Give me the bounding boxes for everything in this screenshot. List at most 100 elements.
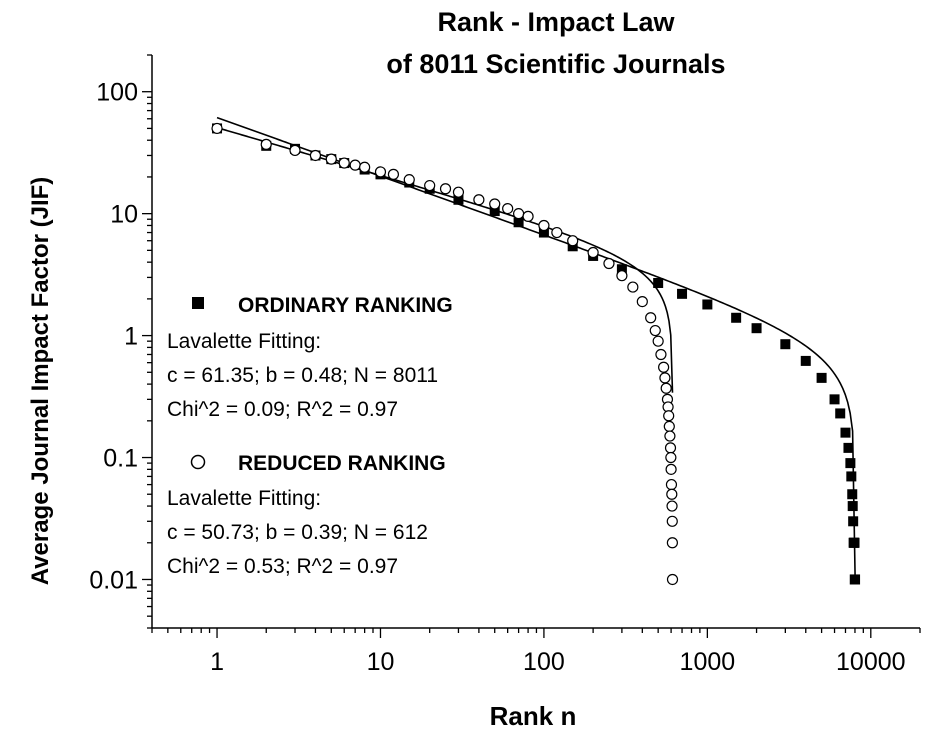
reduced-point — [489, 198, 501, 210]
ordinary-point — [829, 394, 840, 405]
x-tick-label: 10 — [367, 648, 395, 676]
ordinary-point — [849, 537, 860, 548]
ordinary-point — [848, 516, 859, 527]
ordinary-point — [845, 458, 856, 469]
x-tick-label: 1000 — [680, 648, 736, 676]
legend-ordinary-label: ORDINARY RANKING — [238, 294, 453, 317]
ordinary-point — [847, 501, 858, 512]
y-tick-label: 0.01 — [89, 566, 138, 594]
reduced-point — [652, 335, 664, 347]
ordinary-point — [843, 442, 854, 453]
ordinary-point — [513, 217, 524, 228]
ordinary-fit-stats: Chi^2 = 0.09; R^2 = 0.97 — [167, 398, 398, 421]
reduced-point — [658, 361, 670, 373]
reduced-point — [666, 488, 678, 500]
ordinary-point — [751, 323, 762, 334]
reduced-point — [359, 161, 371, 173]
ordinary-point — [616, 264, 627, 275]
reduced-fit-params: c = 50.73; b = 0.39; N = 612 — [167, 521, 428, 544]
ordinary-point — [835, 408, 846, 419]
legend-reduced: REDUCED RANKING Lavalette Fitting: c = 5… — [167, 452, 446, 578]
reduced-point — [538, 219, 550, 232]
reduced-point — [636, 295, 648, 308]
reduced-point — [666, 573, 679, 586]
ordinary-point — [453, 194, 464, 205]
ordinary-fit-label: Lavalette Fitting: — [167, 330, 321, 353]
reduced-point — [513, 208, 525, 220]
legend-circle-marker — [190, 454, 206, 470]
ordinary-point — [850, 574, 861, 585]
legend-ordinary: ORDINARY RANKING Lavalette Fitting: c = … — [167, 294, 453, 421]
reduced-point — [211, 122, 223, 135]
reduced-point — [289, 144, 301, 157]
reduced-point — [616, 270, 628, 282]
ordinary-point — [780, 339, 791, 350]
ordinary-point — [489, 206, 500, 217]
reduced-point — [645, 312, 657, 324]
x-tick-label: 1 — [210, 648, 224, 676]
legend-square-marker — [192, 297, 204, 309]
reduced-point — [374, 166, 387, 178]
ordinary-point — [800, 355, 811, 366]
reduced-point — [387, 168, 400, 180]
y-tick-label: 1 — [124, 323, 138, 351]
legend-reduced-label: REDUCED RANKING — [238, 452, 446, 475]
reduced-point — [666, 500, 678, 512]
reduced-point — [664, 430, 676, 442]
reduced-point — [665, 463, 677, 475]
reduced-point — [663, 420, 675, 433]
ordinary-point — [653, 277, 664, 288]
axes: 1 10 100 1000 10000 0.01 0.1 1 10 100 — [89, 54, 921, 676]
reduced-point — [439, 183, 452, 195]
ordinary-point — [840, 427, 851, 438]
reduced-point — [665, 451, 677, 464]
chart-title-line-2: of 8011 Scientific Journals — [386, 49, 725, 79]
reduced-point — [665, 478, 678, 491]
ordinary-point — [731, 312, 742, 323]
reduced-point — [603, 257, 615, 270]
reduced-point — [309, 149, 322, 162]
x-axis-label: Rank n — [490, 701, 577, 731]
reduced-point — [325, 153, 337, 165]
reduced-point — [587, 246, 599, 259]
y-axis-label: Average Journal Impact Factor (JIF) — [27, 177, 54, 586]
reduced-point — [655, 348, 667, 361]
x-tick-label: 10000 — [836, 648, 906, 676]
reduced-point — [473, 194, 485, 206]
ordinary-point — [816, 372, 827, 383]
reduced-point — [627, 281, 639, 293]
chart-title-line-1: Rank - Impact Law — [437, 7, 675, 37]
reduced-point — [659, 372, 671, 384]
ordinary-point — [677, 288, 688, 299]
y-tick-label: 100 — [96, 79, 138, 107]
ordinary-fit-params: c = 61.35; b = 0.48; N = 8011 — [167, 364, 438, 387]
reduced-point — [666, 537, 678, 549]
reduced-point — [649, 324, 661, 337]
ordinary-point — [538, 227, 549, 238]
data-points — [211, 122, 861, 586]
reduced-point — [424, 179, 436, 192]
reduced-point — [452, 186, 465, 198]
reduced-point — [502, 203, 514, 215]
y-tick-label: 0.1 — [103, 445, 138, 473]
reduced-point — [260, 138, 272, 150]
reduced-point — [663, 410, 675, 422]
reduced-point — [567, 235, 579, 247]
reduced-point — [551, 226, 563, 239]
reduced-point — [522, 210, 534, 222]
reduced-point — [666, 515, 678, 527]
reduced-point — [660, 382, 672, 394]
ordinary-point — [702, 299, 713, 310]
ordinary-point — [846, 471, 857, 482]
ordinary-point — [847, 489, 858, 500]
reduced-fit-label: Lavalette Fitting: — [167, 487, 321, 510]
reduced-point — [664, 442, 677, 454]
reduced-fit-stats: Chi^2 = 0.53; R^2 = 0.97 — [167, 555, 398, 578]
x-tick-label: 100 — [523, 648, 565, 676]
reduced-point — [338, 157, 350, 169]
ordinary-fit-curve — [216, 116, 856, 575]
y-tick-label: 10 — [110, 201, 138, 229]
reduced-point — [349, 159, 361, 171]
reduced-point — [403, 174, 415, 186]
